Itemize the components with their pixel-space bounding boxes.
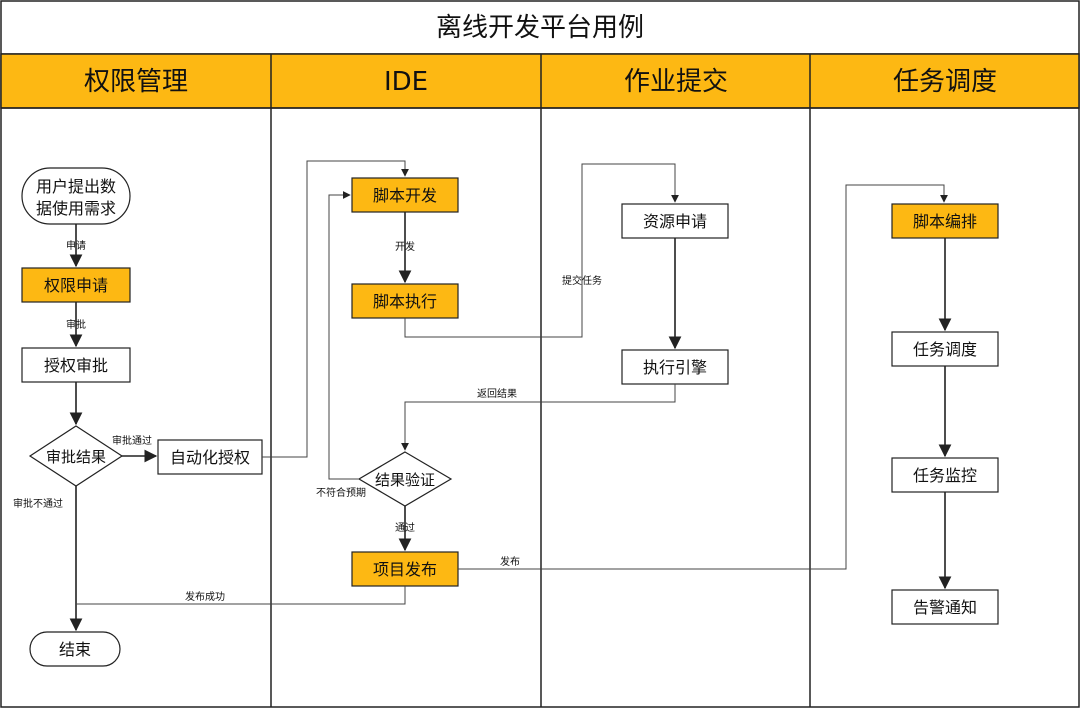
node-auto-auth-label: 自动化授权 — [170, 448, 250, 467]
node-approve-result-label: 审批结果 — [46, 448, 106, 466]
node-task-schedule-label: 任务调度 — [913, 340, 977, 359]
edge-label-pass: 通过 — [395, 521, 415, 534]
edge-label-develop: 开发 — [395, 240, 415, 253]
node-script-arrange — [891, 203, 999, 239]
node-alert-notify — [891, 589, 999, 625]
node-script-dev-label: 脚本开发 — [373, 186, 437, 205]
edge-label-publish-success: 发布成功 — [185, 590, 225, 603]
edge-label-submit-task: 提交任务 — [562, 274, 602, 287]
node-result-verify-label: 结果验证 — [375, 471, 435, 489]
edge-label-approve-pass: 审批通过 — [112, 434, 152, 447]
lane-title-job-submit: 作业提交 — [624, 67, 728, 97]
node-task-schedule — [891, 331, 999, 367]
node-auth-approve — [21, 347, 131, 383]
node-script-exec — [351, 283, 459, 319]
lane-title-ide: IDE — [384, 67, 428, 97]
node-exec-engine — [621, 349, 729, 385]
node-user-request-line2: 据使用需求 — [36, 199, 116, 218]
node-script-exec-label: 脚本执行 — [373, 292, 437, 311]
edge-label-apply: 申请 — [66, 239, 86, 252]
node-permission-apply-label: 权限申请 — [44, 276, 108, 295]
lane-header-bg — [0, 53, 1080, 109]
node-project-publish — [351, 551, 459, 587]
node-project-publish-label: 项目发布 — [373, 560, 437, 579]
node-script-arrange-label: 脚本编排 — [913, 212, 977, 231]
edge-label-approve: 审批 — [66, 318, 86, 331]
node-task-monitor-label: 任务监控 — [913, 466, 977, 485]
node-auto-auth — [157, 439, 263, 475]
node-task-monitor — [891, 457, 999, 493]
node-resource-apply-label: 资源申请 — [643, 212, 707, 231]
node-user-request-line1: 用户提出数 — [36, 177, 116, 196]
node-end — [29, 631, 121, 667]
edge-label-return-result: 返回结果 — [477, 387, 517, 400]
lane-title-task-schedule: 任务调度 — [893, 67, 997, 97]
node-alert-notify-label: 告警通知 — [913, 598, 977, 617]
diagram-title: 离线开发平台用例 — [436, 13, 644, 43]
node-auth-approve-label: 授权审批 — [44, 356, 108, 375]
edge-label-approve-fail: 审批不通过 — [13, 497, 63, 510]
node-exec-engine-label: 执行引擎 — [643, 358, 707, 377]
edge-label-not-expected: 不符合预期 — [316, 486, 366, 499]
node-resource-apply — [621, 203, 729, 239]
edge-label-publish: 发布 — [500, 555, 520, 568]
node-end-label: 结束 — [59, 640, 91, 659]
lane-title-permission: 权限管理 — [84, 67, 188, 97]
